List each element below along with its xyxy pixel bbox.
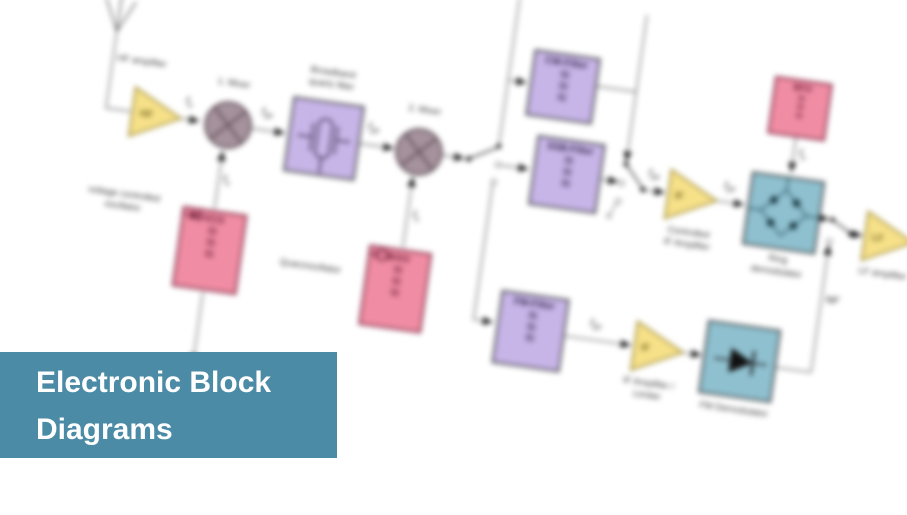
fm-demodulator-block	[697, 319, 782, 404]
vco-up-wire	[213, 150, 226, 209]
if-limiter-symbol: IF	[640, 342, 650, 354]
wave-symbol: ≈≈≈	[559, 151, 575, 194]
antenna-feed-wire	[105, 31, 131, 113]
antenna-icon	[105, 0, 137, 34]
output-switch	[826, 217, 854, 245]
mode-switch-2	[606, 161, 646, 219]
lf-amp-symbol: LF	[871, 232, 884, 245]
mixer-1-icon	[204, 101, 252, 149]
if-amp-symbol: IF	[674, 191, 684, 203]
vco-down-wire	[189, 292, 204, 366]
vco-block: VCO ≈≈≈	[171, 205, 248, 296]
signal-fzf-5: fZF	[589, 318, 602, 333]
ssb-filter-block: SSB-Filter ≈≈≈	[527, 134, 606, 215]
banner-title-line2: Diagrams	[36, 413, 173, 446]
diode-ring-icon	[747, 177, 820, 237]
signal-fo-vxo: fo	[411, 209, 420, 224]
controlled-if-amplifier-icon: IF	[663, 168, 719, 220]
crystal-small-icon	[369, 248, 395, 262]
title-banner: Electronic Block Diagrams	[0, 352, 337, 458]
ring-demodulator-block	[741, 171, 826, 255]
cw-out-wire	[623, 15, 648, 163]
fm-filter-block: FM-Filter ≈≈≈	[491, 289, 570, 373]
vxo-block: VXO ≈≈≈	[358, 244, 433, 334]
signal-fzf-2: fZF	[367, 121, 380, 136]
crystal-icon	[297, 118, 351, 174]
cw-filter-block: CW-Filter ≈≈≈	[525, 49, 601, 125]
mixer-2-icon	[395, 128, 443, 176]
wave-symbol: ≈≈≈	[388, 260, 404, 303]
signal-fzf-1: fZF	[261, 106, 274, 121]
cw-feed-wire	[498, 0, 521, 147]
hf-amplifier-icon: HF	[127, 85, 183, 138]
vxo-up-wire	[402, 176, 416, 248]
signal-fo-bfo: fo	[798, 148, 806, 162]
varactor-icon	[183, 209, 205, 222]
wave-symbol: ≈≈≈	[523, 306, 539, 349]
signal-fe: fe	[185, 96, 193, 110]
if-limiter-amplifier-icon: IF	[629, 319, 686, 372]
bfo-wire	[788, 137, 797, 173]
signal-fzf-4: fZF	[723, 180, 736, 195]
quartz-filter-block	[282, 96, 365, 182]
bfo-block: BFO ≈≈≈	[767, 75, 833, 142]
nf-wire	[775, 244, 832, 374]
wave-symbol: ≈≈≈	[794, 90, 807, 124]
diode-icon	[714, 347, 767, 376]
signal-fo-vco: fo	[222, 174, 230, 188]
signal-nf: NF	[824, 294, 840, 307]
lf-amplifier-icon: LF	[860, 209, 907, 262]
wave-symbol: ≈≈≈	[555, 65, 571, 108]
wave-symbol: ≈≈≈	[203, 221, 219, 265]
signal-fzf-3: fZF	[647, 168, 661, 183]
wires	[105, 0, 863, 374]
mode-switch-1	[465, 143, 502, 186]
banner-title-line1: Electronic Block	[36, 366, 272, 399]
fm-feed-wire	[472, 184, 494, 326]
hf-amp-symbol: HF	[139, 108, 153, 121]
